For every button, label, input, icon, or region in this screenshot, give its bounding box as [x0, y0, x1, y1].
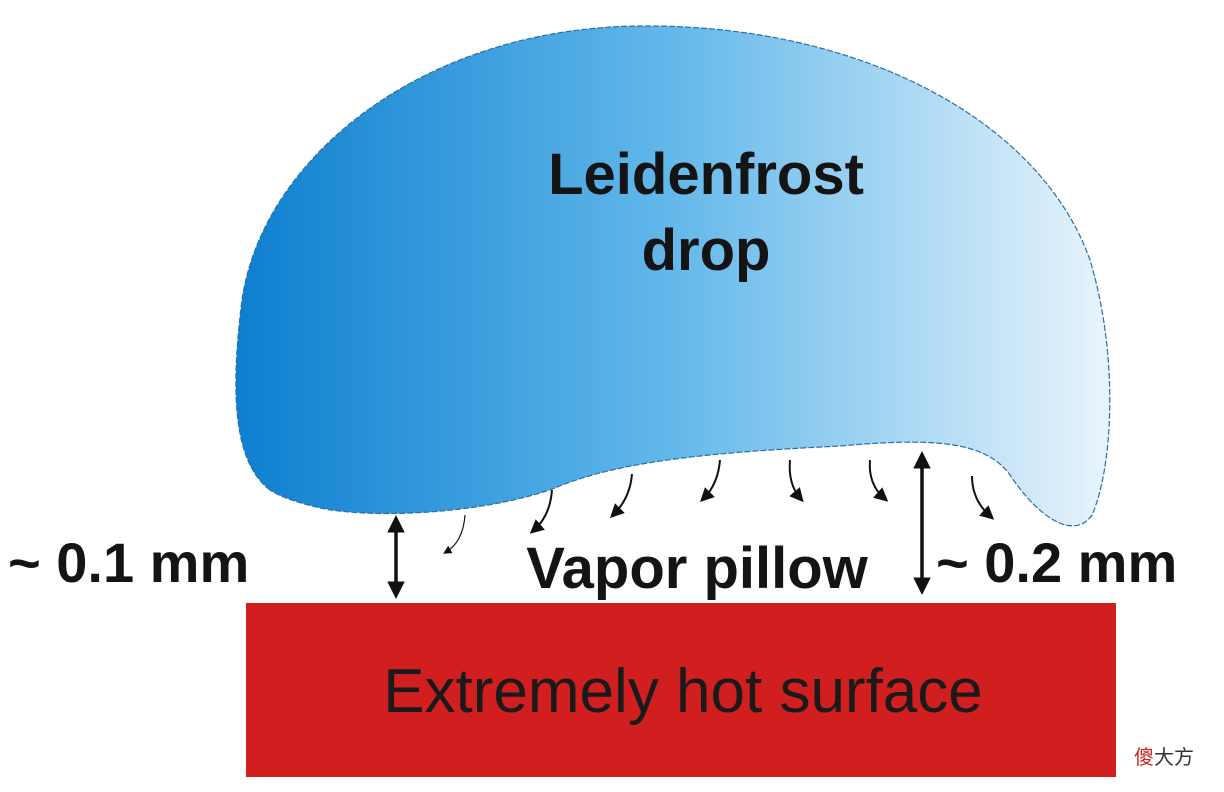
watermark-char1: 傻	[1134, 745, 1154, 769]
vapor-arrow-2	[529, 489, 553, 534]
gap-left-label: ~ 0.1 mm	[8, 531, 249, 594]
drop-label-line2: drop	[642, 218, 771, 283]
vapor-arrow-5	[788, 459, 804, 503]
vapor-flow-arrows	[443, 459, 995, 554]
vapor-arrow-6	[868, 459, 889, 502]
vapor-pillow-label: Vapor pillow	[526, 536, 868, 601]
vapor-arrow-3	[610, 473, 633, 518]
gap-right-label: ~ 0.2 mm	[936, 531, 1177, 594]
vapor-arrow-7	[971, 475, 995, 520]
watermark-char2: 大方	[1154, 745, 1194, 769]
hot-surface-label: Extremely hot surface	[383, 657, 983, 726]
leidenfrost-drop-shape	[235, 25, 1111, 527]
vapor-arrow-1	[443, 514, 466, 554]
hot-surface	[246, 603, 1116, 777]
watermark: 傻大方	[1134, 745, 1194, 769]
drop-label-line1: Leidenfrost	[548, 142, 864, 207]
vapor-arrow-4	[700, 459, 721, 502]
